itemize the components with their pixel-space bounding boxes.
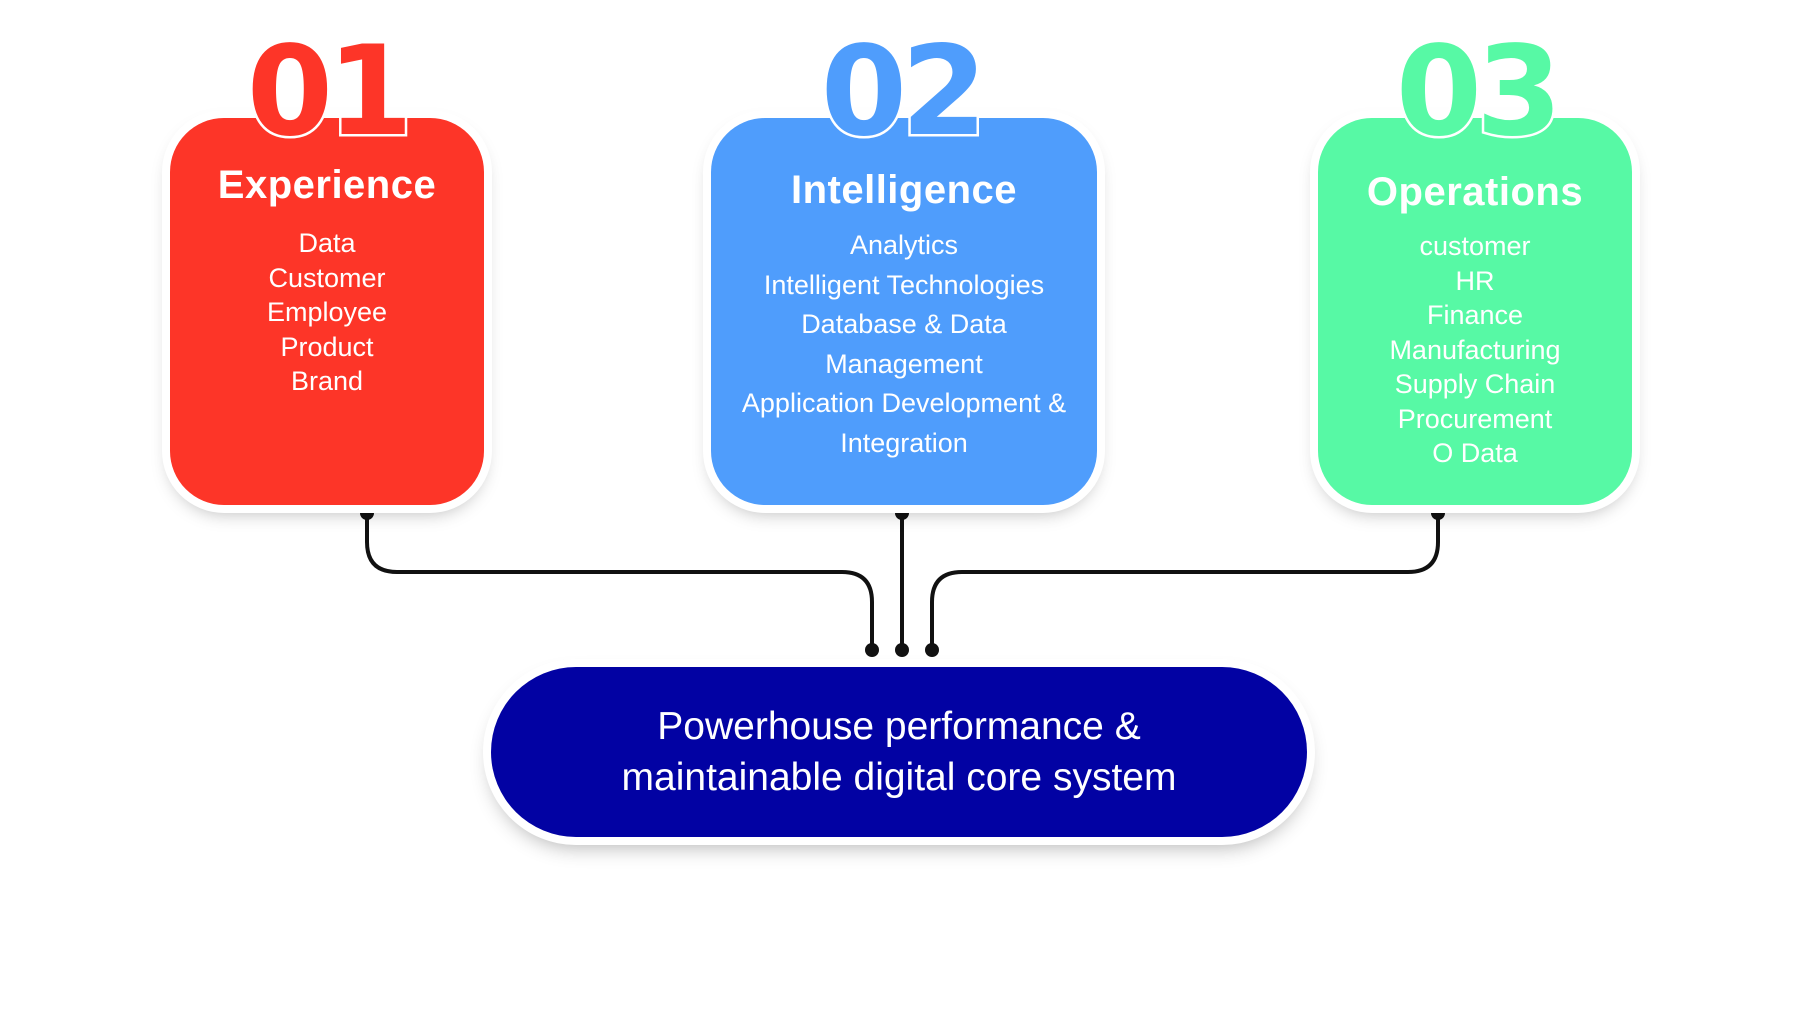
operations-number: 03 xyxy=(1393,20,1565,164)
experience-title: Experience xyxy=(217,163,437,207)
core-system-line-2: maintainable digital core system xyxy=(621,756,1177,799)
list-item: Customer xyxy=(268,262,386,293)
intelligence-number: 02 xyxy=(818,20,990,164)
experience-number: 01 xyxy=(244,20,416,164)
list-item: Product xyxy=(280,331,374,362)
experience-list: Data Customer Employee Product Brand xyxy=(170,226,484,399)
experience-card: Experience Data Customer Employee Produc… xyxy=(170,118,484,505)
list-item: Analytics xyxy=(849,230,959,260)
connector-dot-operations-top xyxy=(1431,506,1445,520)
list-item: Intelligent Technologies xyxy=(763,269,1045,300)
list-item: Supply Chain xyxy=(1394,369,1556,399)
operations-title: Operations xyxy=(1366,170,1584,214)
list-item: HR xyxy=(1455,265,1495,296)
operations-card: Operations customer HR Finance Manufactu… xyxy=(1318,118,1632,505)
connector-dot-experience-bottom xyxy=(865,643,879,657)
core-system-pill: Powerhouse performance & maintainable di… xyxy=(491,667,1307,837)
operations-list: customer HR Finance Manufacturing Supply… xyxy=(1318,229,1632,471)
list-item: customer xyxy=(1419,231,1531,261)
connector-experience xyxy=(365,513,874,650)
list-item: Procurement xyxy=(1397,403,1553,434)
list-item: Integration xyxy=(840,427,968,458)
core-system-line-1: Powerhouse performance & xyxy=(657,705,1141,748)
list-item: Application Development & xyxy=(741,388,1067,418)
list-item: Finance xyxy=(1426,300,1524,330)
connector-dot-intelligence-top xyxy=(895,506,909,520)
list-item: Data xyxy=(298,228,356,258)
list-item: O Data xyxy=(1432,438,1518,468)
list-item: Manufacturing xyxy=(1389,334,1561,365)
connector-dot-operations-bottom xyxy=(925,643,939,657)
connector-operations xyxy=(930,513,1440,650)
intelligence-list: Analytics Intelligent Technologies Datab… xyxy=(711,226,1097,463)
intelligence-title: Intelligence xyxy=(790,168,1018,212)
list-item: Employee xyxy=(266,297,388,327)
list-item: Database & Data xyxy=(801,309,1007,339)
list-item: Management xyxy=(825,348,983,379)
intelligence-card: Intelligence Analytics Intelligent Techn… xyxy=(711,118,1097,505)
connector-dot-intelligence-bottom xyxy=(895,643,909,657)
connector-dot-experience-top xyxy=(360,506,374,520)
list-item: Brand xyxy=(290,366,364,396)
